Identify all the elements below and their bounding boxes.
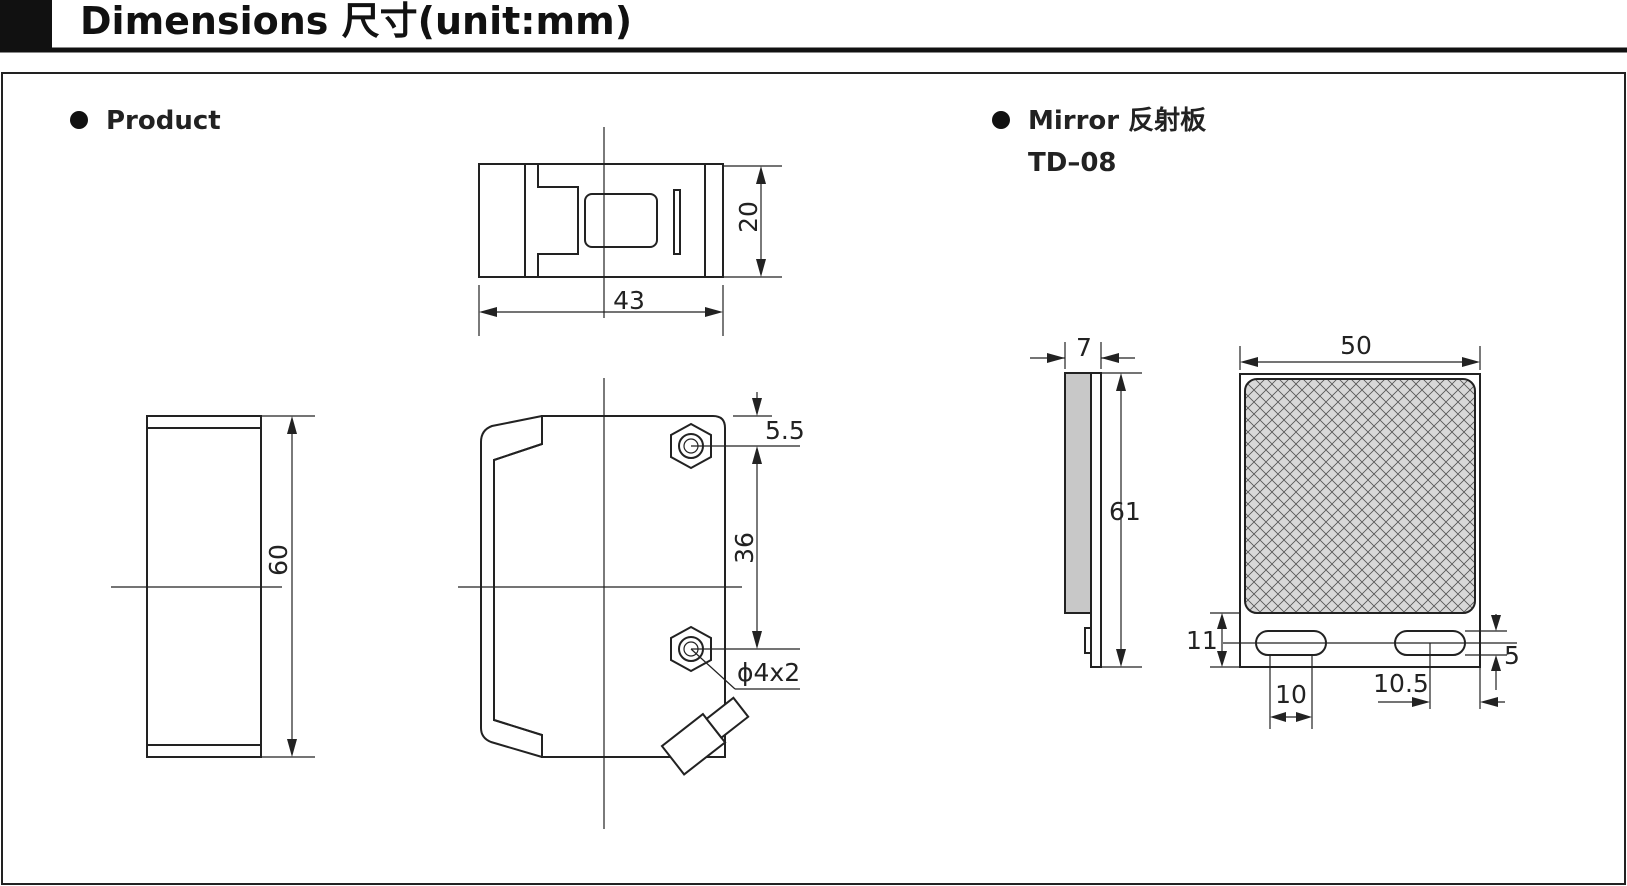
cable-connector-icon xyxy=(660,696,750,776)
mirror-side-view: 7 61 xyxy=(1030,333,1142,668)
hole-spec-label: ϕ4x2 xyxy=(737,658,800,687)
header-block xyxy=(0,0,52,52)
product-top-view: 20 43 xyxy=(478,127,782,336)
mirror-bullet-icon xyxy=(992,111,1010,129)
hex-nut-lower-icon xyxy=(670,625,712,673)
slot-width-label: 10 xyxy=(1275,680,1307,709)
mirror-height-label: 61 xyxy=(1109,497,1141,526)
product-front-view: 5.5 36 ϕ4x2 xyxy=(458,378,805,829)
mirror-width-label: 50 xyxy=(1340,331,1372,360)
product-bullet-icon xyxy=(70,111,88,129)
mirror-heading: Mirror 反射板 xyxy=(1028,106,1206,136)
slot-edge-label: 10.5 xyxy=(1373,669,1429,698)
hole-offset-label: 5.5 xyxy=(765,416,805,445)
content-frame xyxy=(1,72,1626,885)
product-height-label: 60 xyxy=(264,544,293,576)
slot-height-label: 5 xyxy=(1504,641,1520,670)
product-side-view: 60 xyxy=(111,415,315,758)
hex-nut-upper-icon xyxy=(670,422,712,470)
slot-offset-label: 11 xyxy=(1186,626,1218,655)
page-title: Dimensions 尺寸(unit:mm) xyxy=(80,0,632,43)
product-depth-label: 20 xyxy=(734,201,763,233)
mirror-front-view: 50 11 5 10 10.5 xyxy=(1186,331,1520,729)
product-width-label: 43 xyxy=(613,286,645,315)
product-heading: Product xyxy=(106,106,221,136)
reflector-surface xyxy=(1244,378,1476,614)
mirror-model: TD–08 xyxy=(1028,148,1117,178)
hole-spacing-label: 36 xyxy=(730,532,759,564)
mirror-thickness-label: 7 xyxy=(1076,333,1092,362)
